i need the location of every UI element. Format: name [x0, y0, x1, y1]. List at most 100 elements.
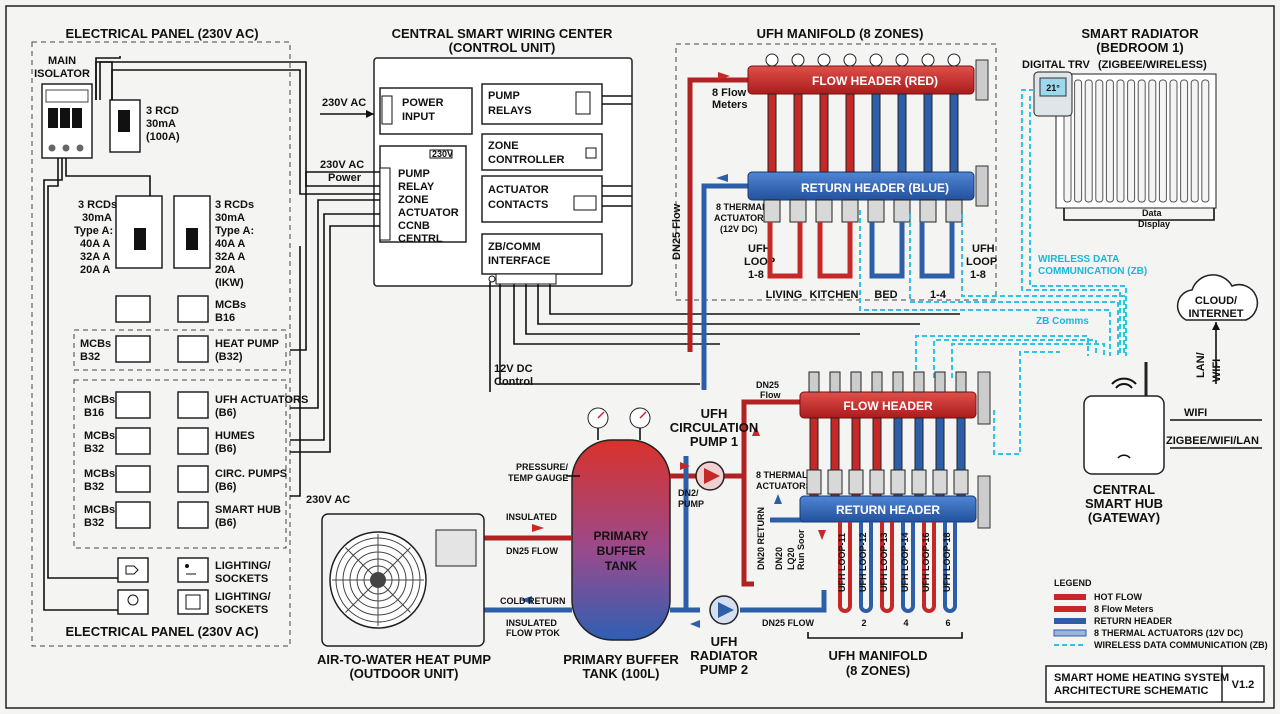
radiator-fin: [1201, 79, 1210, 203]
flow-meter-gauge: [869, 53, 883, 67]
legend: LEGEND HOT FLOW 8 Flow Meters RETURN HEA…: [1053, 578, 1268, 650]
fan-spoke: [377, 547, 411, 581]
top-manifold-title: UFH MANIFOLD (8 ZONES): [757, 26, 924, 41]
mcb-row-1[interactable]: [115, 295, 209, 323]
flow-meter-valve: [829, 371, 841, 393]
flow-meter-gauge: [843, 53, 857, 67]
bottom-actuators-1: 8 THERMAL: [756, 470, 808, 480]
flow-meter-valve: [934, 371, 946, 393]
power-input-box[interactable]: [379, 87, 473, 135]
rcds-right-4: 32A A: [215, 251, 245, 263]
power-label-1: 230V AC: [320, 159, 364, 171]
radiator-fin: [1137, 79, 1146, 203]
mcb-row-6[interactable]: [115, 501, 209, 529]
wireless-links: [859, 89, 1127, 455]
ac-label-bottom: 230V AC: [306, 494, 350, 506]
tank-dn25-flow: DN25 FLOW: [506, 546, 559, 556]
top-flow-header-label: FLOW HEADER (RED): [812, 74, 938, 88]
ufh-loop-label: UFH LOOP-16: [921, 532, 931, 592]
gauge-1: PRESSURE/: [516, 462, 569, 472]
flow-meter-gauge: [947, 53, 961, 67]
manifold-port-pipe: [914, 417, 924, 497]
radiator-fin: [1190, 79, 1199, 203]
wireless-label-2: COMMUNICATION (ZB): [1038, 266, 1147, 277]
rcds-left-0: 3 RCDs: [78, 199, 117, 211]
pump1-label-3: PUMP 1: [690, 434, 738, 449]
thermal-actuator: [867, 199, 885, 223]
manifold-port-pipe: [935, 417, 945, 497]
top-actuators-3: (12V DC): [720, 224, 758, 234]
dn25-flow-vertical: DN25 Flow: [671, 203, 683, 260]
rcd-main[interactable]: [109, 99, 141, 153]
pump2-label-3: PUMP 2: [700, 662, 748, 677]
thermal-actuator: [869, 469, 885, 495]
outlet-icon: [177, 589, 209, 615]
actuator-contacts-1: ACTUATOR: [488, 184, 549, 196]
dn25-flow-bottom: DN25 FLOW: [762, 618, 815, 628]
mcb-row-3-l2: B16: [84, 407, 104, 419]
room-living: LIVING: [766, 289, 803, 301]
twelve-v-1: 12V DC: [494, 363, 533, 375]
top-return-header: [747, 171, 975, 201]
smart-radiator: SMART RADIATOR (BEDROOM 1) DIGITAL TRV (…: [1022, 26, 1217, 229]
top-flow-header: [747, 65, 975, 95]
zb-comm-box[interactable]: [481, 233, 603, 275]
flow-meter-gauge: [895, 53, 909, 67]
flow-meters-2: Meters: [712, 99, 747, 111]
top-manifold-end-valve: [975, 59, 989, 207]
mcb-row-5[interactable]: [115, 465, 209, 493]
wireless-label-1: WIRELESS DATA: [1038, 254, 1119, 265]
cloud-label-2: INTERNET: [1189, 308, 1244, 320]
manifold-port-pipe: [872, 417, 882, 497]
lightbulb-icon: [117, 557, 149, 583]
mcb-row-2[interactable]: [115, 335, 209, 363]
smart-hub[interactable]: [1083, 362, 1165, 475]
pump-2-icon[interactable]: [709, 595, 739, 625]
radiator-fin: [1074, 79, 1083, 203]
digital-trv[interactable]: [1033, 71, 1073, 117]
flow-meter-gauge: [817, 53, 831, 67]
radiator-title-1: SMART RADIATOR: [1081, 26, 1199, 41]
rcds-right-2: Type A:: [215, 225, 254, 237]
mcb-row-2-l2: B32: [80, 351, 100, 363]
radiator-fin: [1116, 79, 1125, 203]
loop-num-2: 2: [861, 618, 866, 628]
pump1-label-1: UFH: [701, 406, 728, 421]
mcb-row-5-l1: MCBs: [84, 468, 115, 480]
manifold-port-pipe: [845, 93, 855, 173]
rcd-group-left[interactable]: [115, 195, 163, 269]
bulb-icon: [117, 589, 149, 615]
rcd-group-right[interactable]: [173, 195, 211, 269]
mcb-row-3[interactable]: [115, 391, 209, 419]
mcb-row-2-r2: (B32): [215, 351, 243, 363]
ufh-loop: [838, 522, 852, 613]
loop-left-1: UFH: [748, 243, 771, 255]
tank-label-3: TANK: [605, 559, 638, 573]
rcd-main-1: 3 RCD: [146, 105, 179, 117]
manifold-port-pipe: [809, 417, 819, 497]
legend-item-0: HOT FLOW: [1094, 592, 1142, 602]
top-actuators-1: 8 THERMAL: [716, 202, 768, 212]
radiator-fin: [1158, 79, 1167, 203]
pump-relays-box[interactable]: [481, 83, 603, 125]
zb-comm-2: INTERFACE: [488, 255, 550, 267]
lighting2-2: SOCKETS: [215, 604, 268, 616]
mcb-row-4[interactable]: [115, 427, 209, 455]
ufh-loop-label: UFH LOOP-18: [942, 532, 952, 592]
main-isolator[interactable]: [41, 83, 93, 159]
heatpump-caption-1: AIR-TO-WATER HEAT PUMP: [317, 652, 491, 667]
loop-right-1: UFH: [972, 243, 995, 255]
thermal-actuator: [919, 199, 937, 223]
fan-spoke: [345, 579, 379, 613]
legend-item-1: 8 Flow Meters: [1094, 604, 1154, 614]
pump1-label-2: CIRCULATION: [670, 420, 759, 435]
zone-controller-box[interactable]: [481, 133, 603, 171]
hub-label-1: CENTRAL: [1093, 482, 1155, 497]
pump-1-icon[interactable]: [695, 461, 725, 491]
power-label-2: Power: [328, 172, 362, 184]
actuator-contacts-box[interactable]: [481, 175, 603, 223]
bottom-flow-header: [799, 391, 977, 419]
control-title-2: (CONTROL UNIT): [449, 40, 556, 55]
manifold-port-pipe: [767, 93, 777, 173]
loop-left-3: 1-8: [748, 269, 764, 281]
